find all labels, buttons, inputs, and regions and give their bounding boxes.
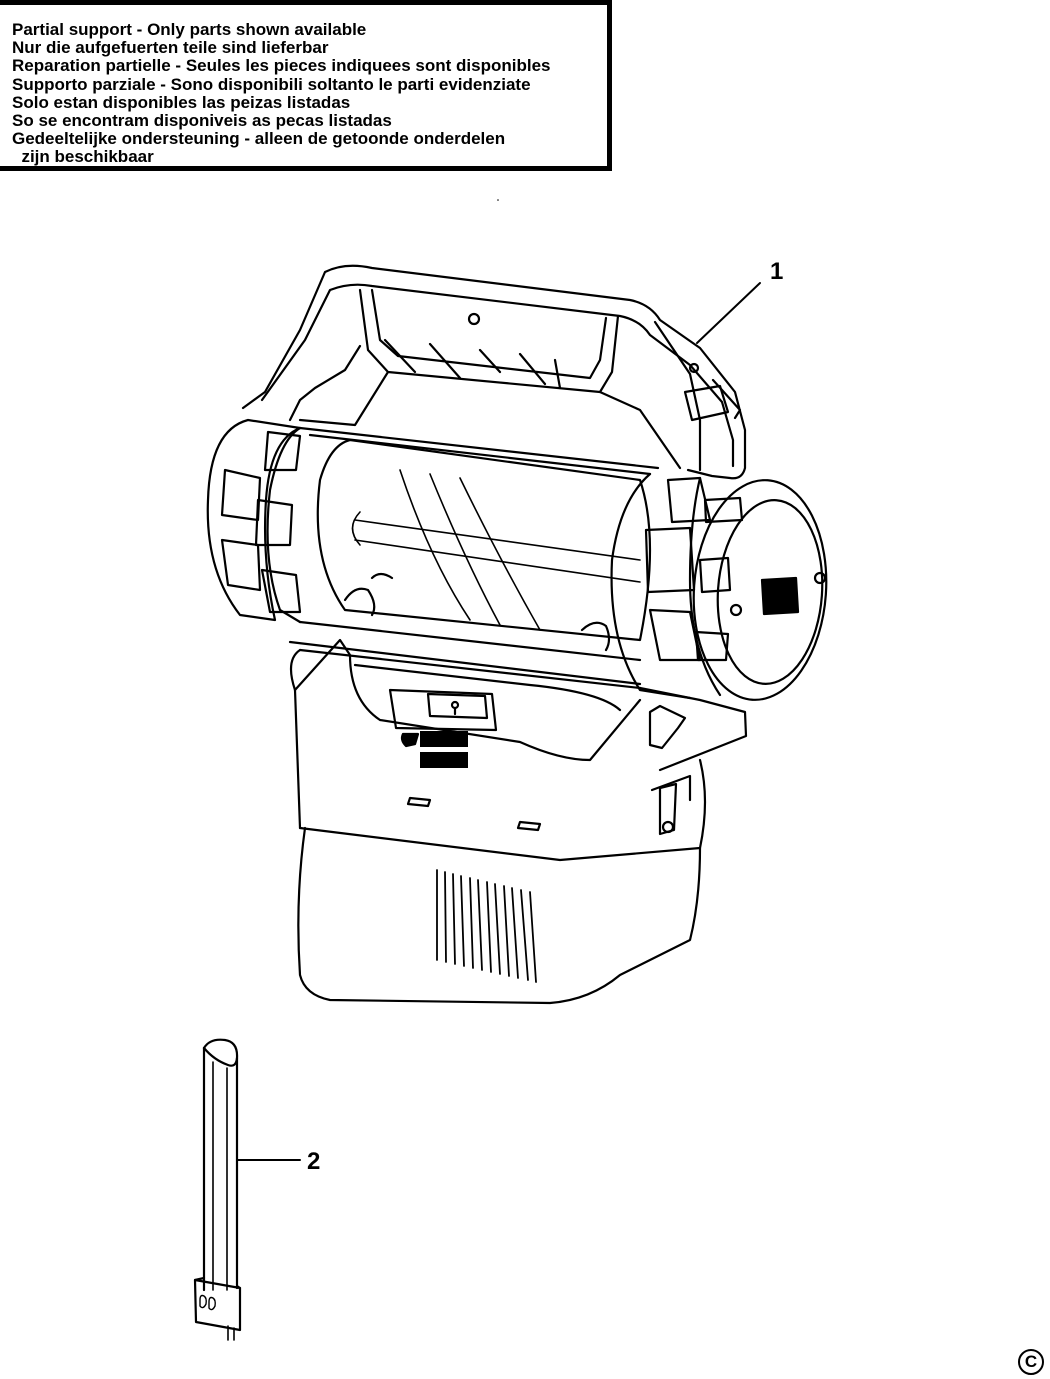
notice-line-nl: Gedeeltelijke ondersteuning - alleen de … xyxy=(12,129,506,149)
notice-line-pt: So se encontram disponiveis as pecas lis… xyxy=(12,111,392,131)
brand-logo xyxy=(420,731,468,747)
notice-line-it: Supporto parziale - Sono disponibili sol… xyxy=(12,74,531,94)
notice-text: Partial support - Only parts shown avail… xyxy=(12,20,551,167)
work-light-assembly xyxy=(206,264,828,1005)
notice-line-fr: Reparation partielle - Seules les pieces… xyxy=(12,56,551,76)
fluorescent-tube xyxy=(193,1038,242,1341)
copyright-symbol: C xyxy=(1018,1349,1044,1375)
reflector-window xyxy=(316,438,652,642)
handle-latch xyxy=(683,384,730,422)
leader-lines xyxy=(236,282,761,1161)
notice-line-nl-cont: zijn beschikbaar xyxy=(12,147,154,167)
availability-notice: Partial support - Only parts shown avail… xyxy=(0,0,612,171)
handle-screw xyxy=(467,312,481,326)
base-housing xyxy=(289,638,748,1005)
callout-part-1: 1 xyxy=(770,258,784,285)
vent-slots xyxy=(436,869,537,983)
notice-line-es: Solo estan disponibles las peizas listad… xyxy=(12,92,351,112)
notice-line-en: Partial support - Only parts shown avail… xyxy=(12,20,367,39)
right-end-cap xyxy=(610,472,828,701)
tube-base xyxy=(193,1278,242,1332)
lamp-housing xyxy=(206,418,660,686)
carry-handle xyxy=(241,264,747,480)
callout-part-2: 2 xyxy=(307,1148,321,1175)
leader-line-part1 xyxy=(696,282,761,344)
power-switch xyxy=(426,692,489,720)
power-switch-housing xyxy=(388,688,498,732)
brand-logo-cap xyxy=(760,576,800,616)
notice-line-de: Nur die aufgefuerten teile sind lieferba… xyxy=(12,38,329,58)
